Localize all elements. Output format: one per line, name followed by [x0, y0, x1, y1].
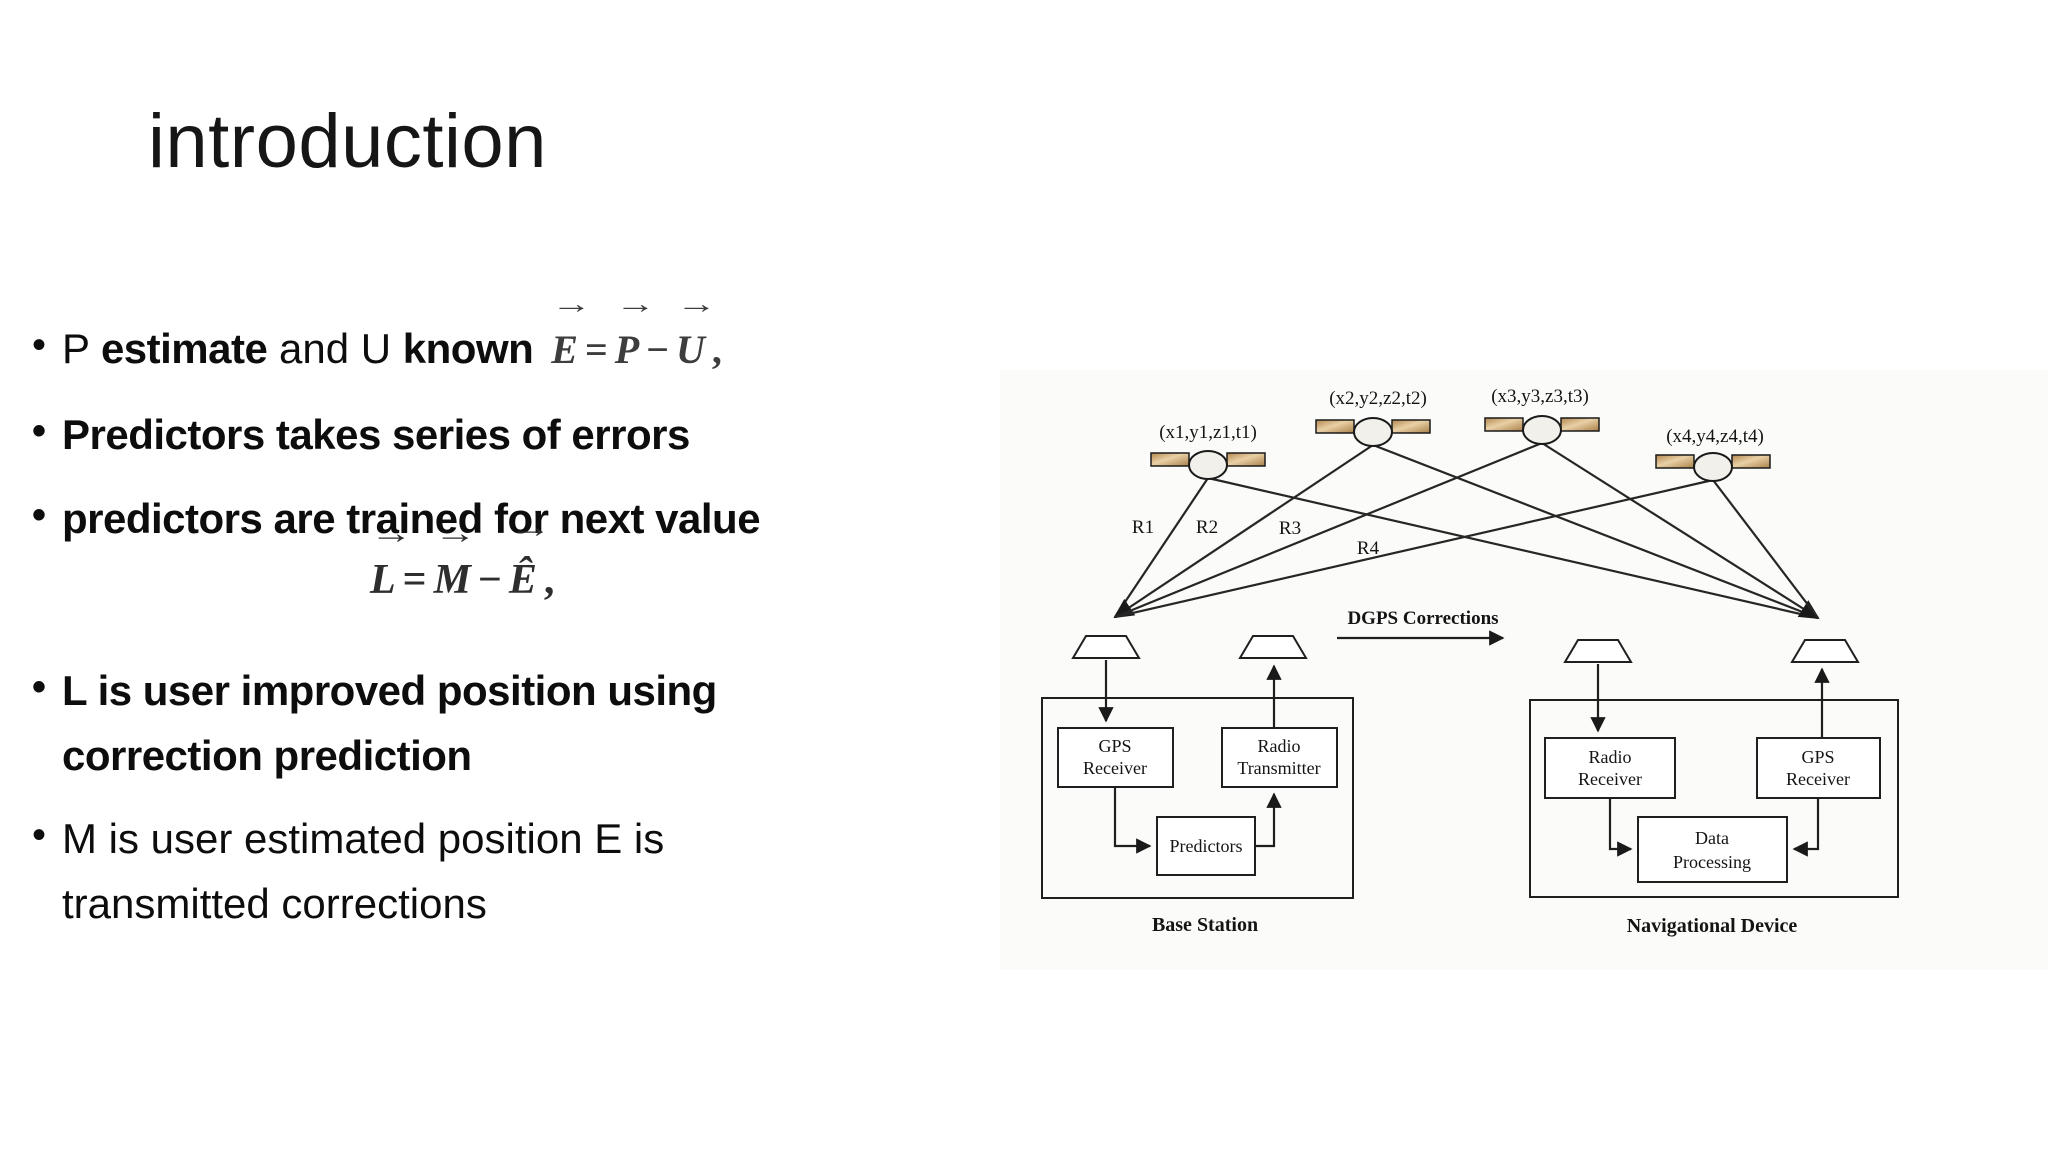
bullet-item-5: M is user estimated position E is transm… — [32, 804, 762, 936]
gps-receiver-label-line1: GPS — [1098, 736, 1131, 756]
bullet-text: and U — [267, 325, 403, 372]
satellite-coords-3: (x3,y3,z3,t3) — [1491, 386, 1589, 407]
bullet-text-bold: estimate — [100, 325, 268, 372]
vector-M: M — [434, 533, 471, 604]
antenna-icon-base-gps — [1071, 635, 1141, 659]
satellite-icon-1 — [1150, 450, 1266, 480]
satellite-icon-4 — [1655, 452, 1771, 482]
antenna-icon-nav-radio — [1563, 639, 1633, 663]
bullet-item-4: L is user improved position using correc… — [32, 656, 752, 788]
gps-to-data-processing-arrow — [1792, 798, 1820, 857]
satellite-coords-2: (x2,y2,z2,t2) — [1329, 388, 1427, 409]
predictors-label: Predictors — [1170, 836, 1243, 856]
predictors-to-transmitter-arrow — [1255, 792, 1282, 848]
bullet-text-bold: known — [402, 325, 534, 372]
bullet-item-1: P estimate and U known E=P−U, — [32, 314, 729, 381]
page-title: introduction — [148, 99, 547, 184]
gps-receiver-nav-label-line2: Receiver — [1786, 769, 1850, 789]
satellite-range-lines-left — [1113, 441, 1714, 619]
dgps-corrections-label: DGPS Corrections — [1347, 608, 1498, 629]
bullet-text: P — [62, 325, 101, 372]
satellite-icon-3 — [1484, 415, 1600, 445]
satellite-coords-4: (x4,y4,z4,t4) — [1666, 426, 1764, 447]
antenna-icon-nav-gps — [1790, 639, 1860, 663]
radio-to-data-processing-arrow — [1608, 798, 1633, 857]
radio-transmitter-label-line2: Transmitter — [1237, 758, 1320, 778]
data-processing-label-line1: Data — [1695, 828, 1729, 848]
satellite-icon-2 — [1315, 417, 1431, 447]
vector-U: U — [676, 297, 705, 381]
navigational-device-caption: Navigational Device — [1627, 915, 1798, 937]
base-station-box — [1041, 697, 1354, 899]
range-label-r3: R3 — [1279, 518, 1301, 539]
satellite-range-lines-right — [1207, 442, 1820, 620]
formula-corrected-position: L=M−Ê, — [370, 556, 561, 604]
predictors-box — [1156, 816, 1256, 876]
formula-error-vector: E=P−U, — [551, 319, 729, 381]
vector-E: E — [551, 297, 578, 381]
dgps-system-diagram: (x1,y1,z1,t1) (x2,y2,z2,t2) (x3,y3,z3,t3… — [1000, 370, 2048, 970]
data-processing-box — [1637, 816, 1788, 883]
antenna-icon-base-radio — [1238, 635, 1308, 659]
gps-receiver-label-line2: Receiver — [1083, 758, 1147, 778]
navigational-device-box — [1529, 699, 1899, 898]
base-station-caption: Base Station — [1152, 914, 1258, 936]
gps-receiver-nav-label-line1: GPS — [1801, 747, 1834, 767]
range-label-r2: R2 — [1196, 517, 1218, 538]
range-label-r1: R1 — [1132, 517, 1154, 538]
data-processing-label-line2: Processing — [1673, 852, 1751, 872]
bullet-item-2: Predictors takes series of errors — [32, 400, 690, 467]
range-label-r4: R4 — [1357, 538, 1380, 559]
vector-P: P — [615, 297, 639, 381]
satellite-coords-1: (x1,y1,z1,t1) — [1159, 422, 1257, 443]
vector-E-hat: Ê — [509, 533, 537, 604]
radio-receiver-label-line1: Radio — [1589, 747, 1632, 767]
radio-receiver-label-line2: Receiver — [1578, 769, 1642, 789]
gps-to-predictors-arrow — [1113, 787, 1152, 854]
radio-transmitter-label-line1: Radio — [1258, 736, 1301, 756]
radio-transmitter-box — [1221, 727, 1338, 788]
vector-L: L — [370, 533, 396, 604]
